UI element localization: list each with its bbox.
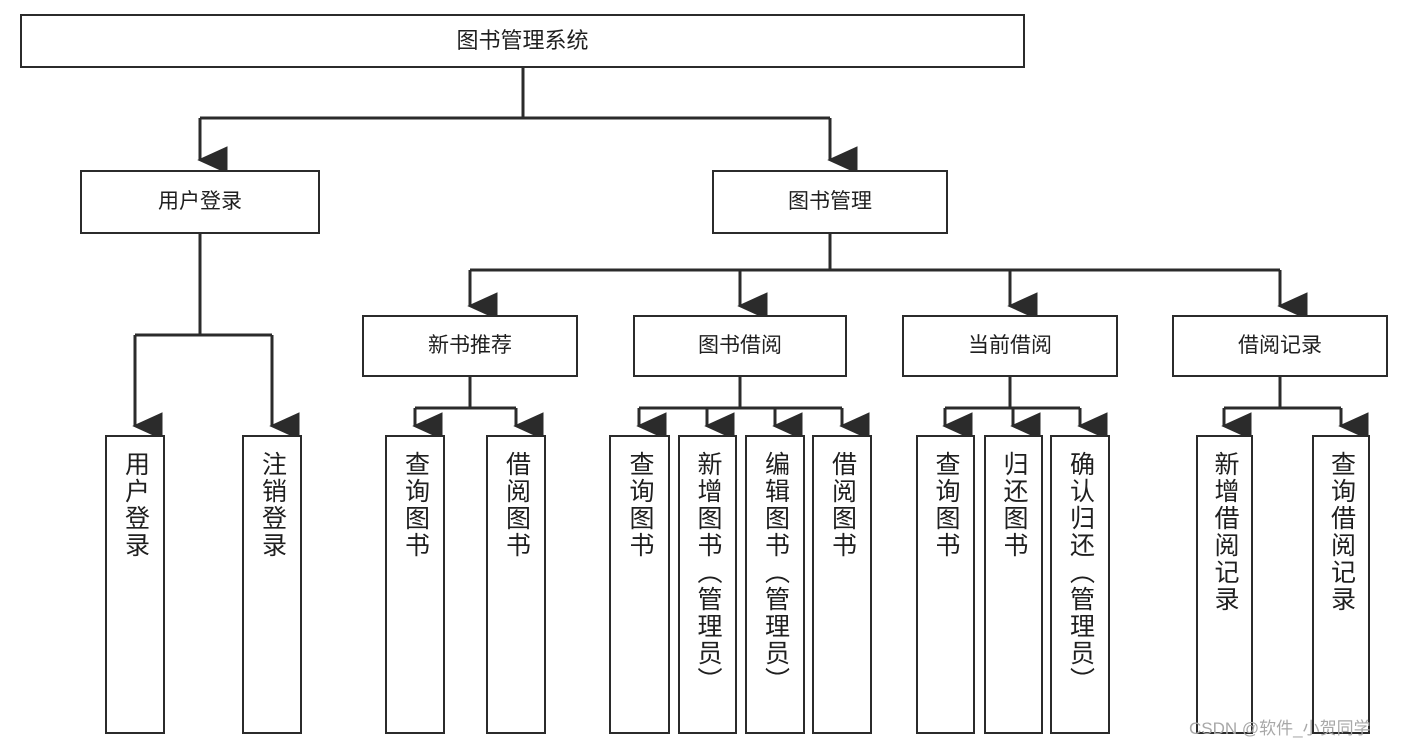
node-leaf-borrow-book-1-label: 借阅图书: [502, 451, 531, 559]
node-user-login[interactable]: 用户登录: [80, 170, 320, 234]
node-leaf-edit-book-label: 编辑图书（管理员）: [761, 451, 790, 694]
node-leaf-query-book-1[interactable]: 查询图书: [385, 435, 445, 734]
watermark: CSDN @软件_小贺同学: [1189, 719, 1371, 738]
node-leaf-edit-book[interactable]: 编辑图书（管理员）: [745, 435, 805, 734]
node-new-book-recommend[interactable]: 新书推荐: [362, 315, 578, 377]
node-leaf-query-book-2-label: 查询图书: [626, 451, 654, 559]
node-leaf-user-login[interactable]: 用户登录: [105, 435, 165, 734]
node-leaf-confirm-return[interactable]: 确认归还（管理员）: [1050, 435, 1110, 734]
node-current-borrow-label: 当前借阅: [968, 334, 1052, 358]
node-leaf-borrow-book-1[interactable]: 借阅图书: [486, 435, 546, 734]
node-leaf-user-logout[interactable]: 注销登录: [242, 435, 302, 734]
node-borrow-record[interactable]: 借阅记录: [1172, 315, 1388, 377]
node-new-book-recommend-label: 新书推荐: [428, 334, 512, 358]
node-book-borrow-label: 图书借阅: [698, 334, 782, 358]
node-leaf-user-logout-label: 注销登录: [258, 451, 287, 559]
node-leaf-query-book-1-label: 查询图书: [401, 451, 430, 559]
node-book-manage[interactable]: 图书管理: [712, 170, 948, 234]
node-root[interactable]: 图书管理系统: [20, 14, 1025, 68]
node-borrow-record-label: 借阅记录: [1238, 334, 1322, 358]
node-leaf-confirm-return-label: 确认归还（管理员）: [1066, 451, 1095, 694]
node-book-borrow[interactable]: 图书借阅: [633, 315, 847, 377]
node-leaf-add-book[interactable]: 新增图书（管理员）: [678, 435, 737, 734]
node-leaf-add-book-label: 新增图书（管理员）: [694, 451, 722, 694]
node-leaf-query-record-label: 查询借阅记录: [1327, 451, 1356, 613]
node-current-borrow[interactable]: 当前借阅: [902, 315, 1118, 377]
node-book-manage-label: 图书管理: [788, 190, 872, 214]
node-leaf-query-record[interactable]: 查询借阅记录: [1312, 435, 1370, 734]
node-leaf-query-book-3-label: 查询图书: [932, 451, 960, 559]
node-user-login-label: 用户登录: [158, 190, 242, 214]
node-leaf-borrow-book-2-label: 借阅图书: [828, 451, 857, 559]
node-root-label: 图书管理系统: [456, 27, 589, 53]
node-leaf-query-book-2[interactable]: 查询图书: [609, 435, 670, 734]
node-leaf-borrow-book-2[interactable]: 借阅图书: [812, 435, 872, 734]
node-leaf-add-record[interactable]: 新增借阅记录: [1196, 435, 1253, 734]
node-leaf-return-book[interactable]: 归还图书: [984, 435, 1043, 734]
node-leaf-user-login-label: 用户登录: [121, 451, 150, 559]
node-leaf-add-record-label: 新增借阅记录: [1211, 451, 1239, 613]
node-leaf-return-book-label: 归还图书: [1000, 451, 1028, 559]
node-leaf-query-book-3[interactable]: 查询图书: [916, 435, 975, 734]
